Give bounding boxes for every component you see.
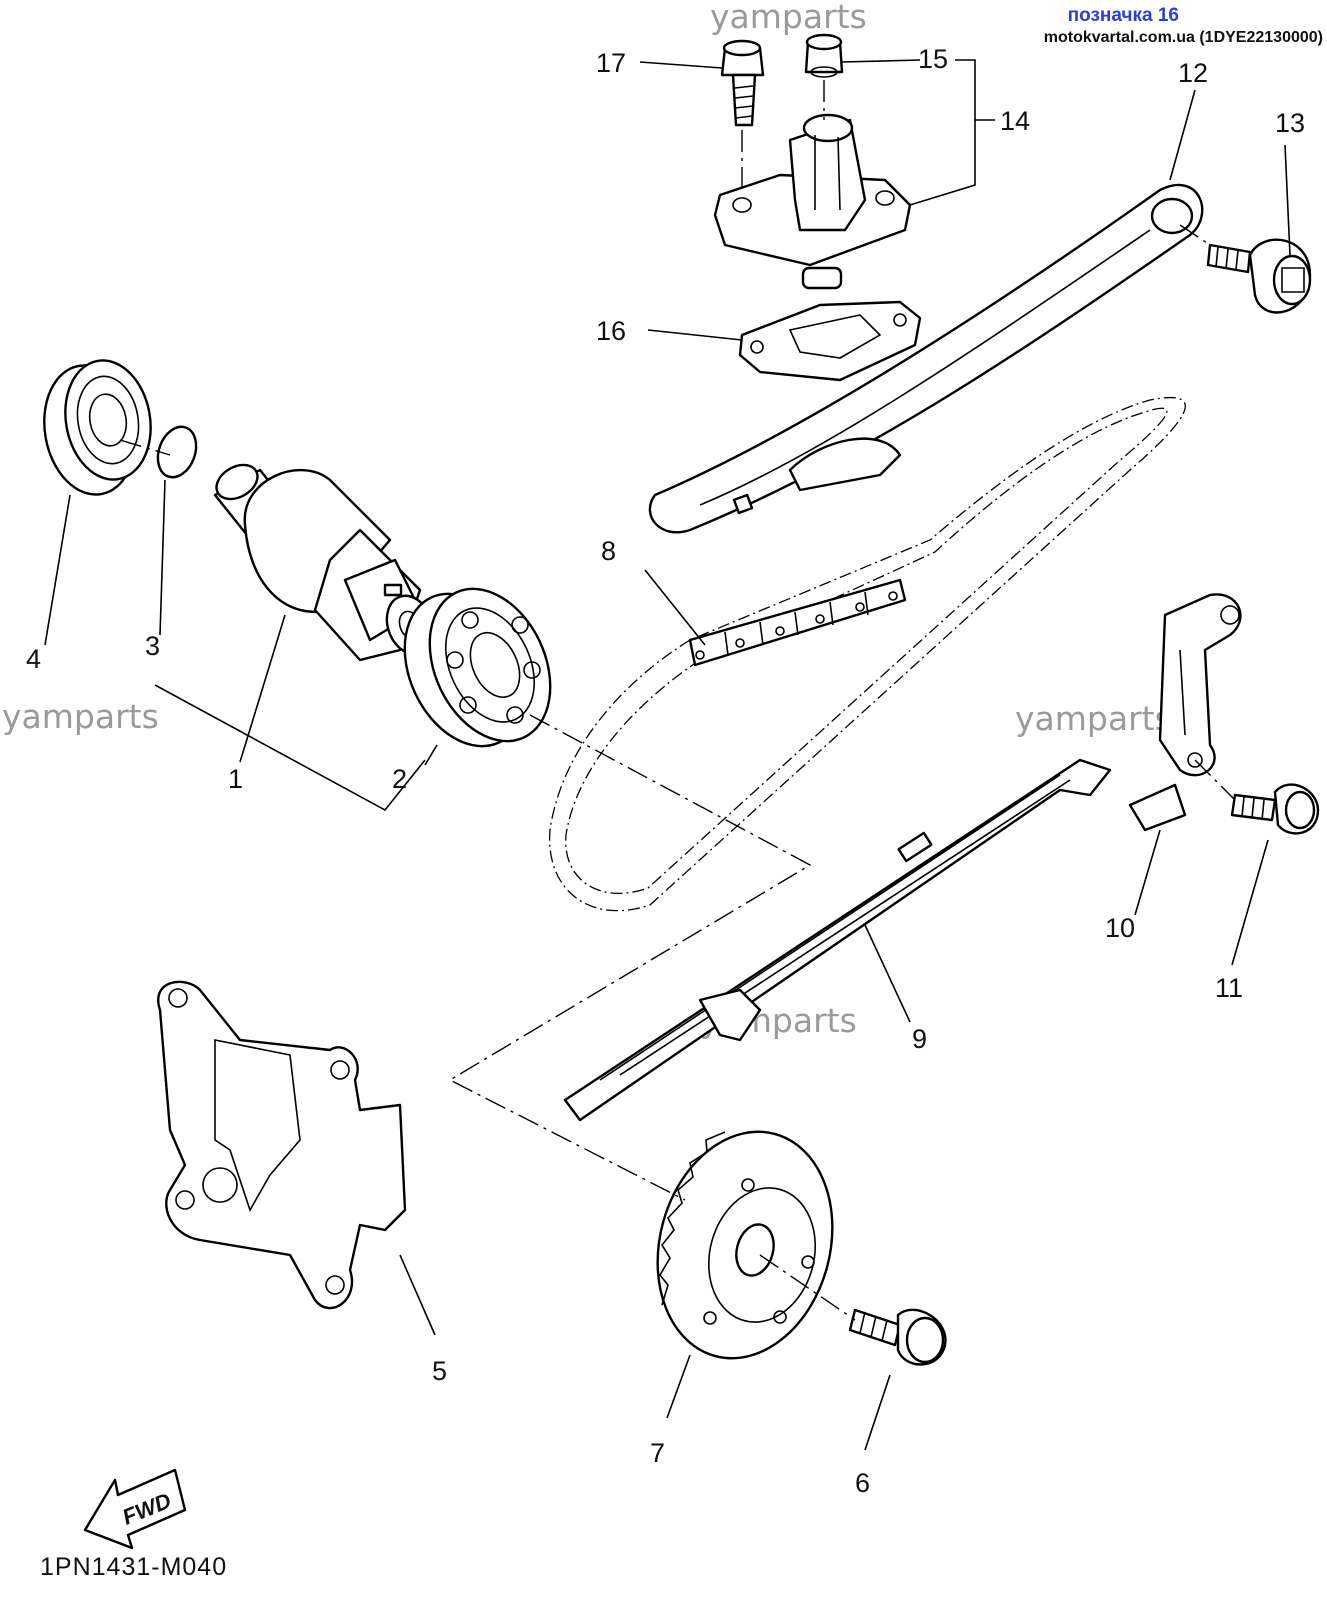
callout-5: 5	[432, 1356, 447, 1386]
callout-16: 16	[596, 316, 626, 346]
chain-links	[688, 578, 907, 667]
alignment-lines	[119, 80, 1236, 1321]
callout-3: 3	[145, 631, 160, 661]
tensioner-gasket	[738, 300, 922, 382]
bearing-4	[43, 359, 152, 496]
tensioner-bolt	[720, 39, 765, 127]
callout-6: 6	[855, 1468, 870, 1498]
callout-8: 8	[601, 536, 616, 566]
site-code: motokvartal.com.ua (1DYE22130000)	[1043, 29, 1323, 46]
callout-numbers: 17 15 14 12 13 16 4 3 1 2 8 10 11 9 5 7 …	[26, 44, 1305, 1498]
callout-11: 11	[1215, 973, 1243, 1003]
watermark-right: yamparts	[1015, 699, 1172, 738]
sprocket-bolt	[848, 1308, 947, 1366]
callout-9: 9	[912, 1024, 927, 1054]
chain-stopper	[1128, 593, 1242, 832]
leader-lines	[44, 59, 1291, 1451]
cam-chain	[549, 396, 1186, 912]
tensioner-guide	[648, 183, 1204, 534]
fwd-arrow: FWD	[83, 1468, 187, 1550]
stopper-bolt	[1230, 783, 1320, 835]
watermark-top: yamparts	[710, 0, 867, 36]
callout-15: 15	[918, 44, 948, 74]
watermark-left: yamparts	[2, 697, 159, 736]
callout-2: 2	[392, 764, 407, 794]
chain-guide	[563, 758, 1112, 1122]
o-ring	[156, 425, 198, 479]
guide-bolt	[1206, 238, 1312, 314]
tensioner-cap	[804, 33, 844, 78]
callout-10: 10	[1105, 913, 1135, 943]
bearing-2	[403, 587, 552, 748]
callout-14: 14	[1000, 106, 1030, 136]
callout-13: 13	[1275, 108, 1305, 138]
callout-7: 7	[650, 1438, 665, 1468]
callout-17: 17	[596, 48, 626, 78]
chain-guide-plate	[157, 980, 407, 1310]
callout-12: 12	[1178, 58, 1208, 88]
drawing-code: 1PN1431-M040	[40, 1553, 228, 1581]
cam-sprocket	[656, 1130, 834, 1360]
chain-tensioner	[713, 113, 912, 290]
badge-label: позначка 16	[1067, 5, 1179, 26]
callout-1: 1	[228, 764, 243, 794]
callout-4: 4	[26, 644, 41, 674]
